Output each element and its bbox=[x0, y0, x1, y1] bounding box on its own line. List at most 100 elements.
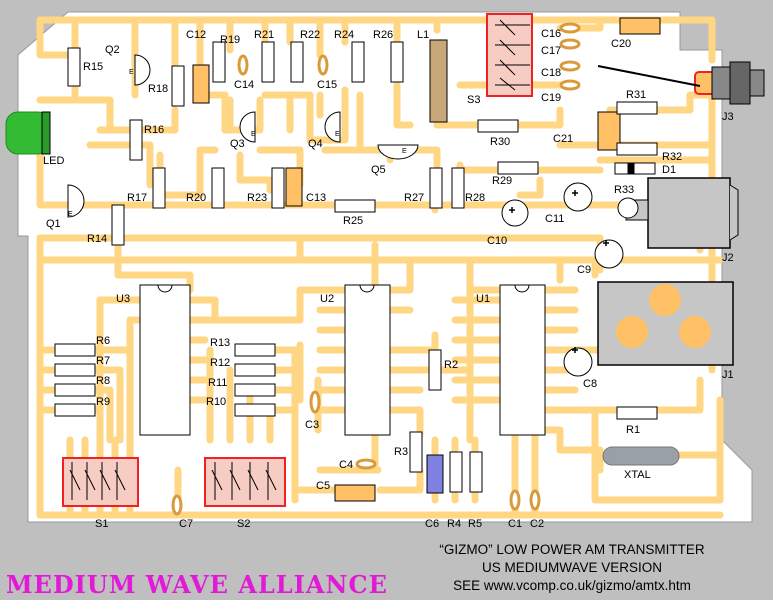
capacitor-c17 bbox=[559, 38, 581, 50]
resistor-r21 bbox=[261, 41, 275, 83]
capacitor-c14 bbox=[237, 54, 249, 76]
resistor-r10 bbox=[234, 403, 276, 417]
resistor-r1 bbox=[616, 406, 658, 420]
label-u1: U1 bbox=[476, 293, 490, 305]
label-led: LED bbox=[43, 155, 64, 167]
label-r29: R29 bbox=[492, 175, 512, 187]
resistor-r4 bbox=[449, 451, 463, 493]
brand-title: MEDIUM WAVE ALLIANCE bbox=[6, 570, 388, 599]
label-xtal: XTAL bbox=[624, 469, 651, 481]
label-r8: R8 bbox=[96, 375, 110, 387]
transistor-q4 bbox=[324, 111, 341, 143]
resistor-r26 bbox=[390, 41, 404, 83]
label-j3: J3 bbox=[722, 111, 734, 123]
label-r11: R11 bbox=[208, 377, 227, 389]
capacitor-c15 bbox=[317, 54, 329, 76]
label-c8: C8 bbox=[583, 378, 597, 390]
capacitor-c21 bbox=[597, 111, 621, 151]
resistor-r33-body bbox=[617, 197, 639, 219]
label-s2: S2 bbox=[237, 518, 250, 530]
label-r5: R5 bbox=[468, 518, 482, 530]
capacitor-c5 bbox=[334, 484, 376, 502]
label-r22: R22 bbox=[300, 29, 320, 41]
transistor-q5 bbox=[377, 144, 419, 160]
resistor-r17 bbox=[152, 167, 166, 209]
label-s1: S1 bbox=[95, 518, 108, 530]
jack-j2 bbox=[647, 177, 731, 249]
capacitor-c8 bbox=[563, 347, 593, 377]
capacitor-c2 bbox=[529, 489, 541, 511]
label-d1: D1 bbox=[662, 164, 676, 176]
resistor-r2 bbox=[428, 349, 442, 391]
label-u2: U2 bbox=[320, 293, 334, 305]
resistor-r25 bbox=[334, 199, 376, 213]
label-r17: R17 bbox=[127, 192, 147, 204]
label-s3: S3 bbox=[467, 94, 480, 106]
label-q3: Q3 bbox=[230, 138, 245, 150]
label-c1: C1 bbox=[508, 518, 522, 530]
capacitor-c3 bbox=[309, 390, 321, 414]
resistor-r31 bbox=[616, 101, 658, 115]
label-c20: C20 bbox=[611, 38, 631, 50]
label-r3: R3 bbox=[394, 446, 408, 458]
label-r2: R2 bbox=[444, 359, 458, 371]
label-c5: C5 bbox=[316, 480, 330, 492]
label-c21: C21 bbox=[553, 133, 573, 145]
resistor-r8 bbox=[54, 383, 96, 397]
resistor-r29 bbox=[497, 161, 539, 175]
label-c9: C9 bbox=[577, 264, 591, 276]
resistor-r24 bbox=[351, 41, 365, 83]
label-c18: C18 bbox=[541, 67, 561, 79]
resistor-r23 bbox=[271, 167, 285, 209]
label-r19: R19 bbox=[220, 34, 240, 46]
emitter-q5: E bbox=[402, 148, 407, 155]
label-c14: C14 bbox=[234, 79, 254, 91]
resistor-r28 bbox=[451, 167, 465, 209]
resistor-r12 bbox=[234, 363, 276, 377]
resistor-r20 bbox=[211, 167, 225, 209]
label-r23: R23 bbox=[247, 192, 267, 204]
resistor-r14 bbox=[111, 204, 125, 246]
capacitor-c10 bbox=[501, 199, 529, 227]
label-r18: R18 bbox=[148, 83, 168, 95]
label-r4: R4 bbox=[447, 518, 461, 530]
resistor-r5 bbox=[469, 451, 483, 493]
resistor-r7 bbox=[54, 363, 96, 377]
label-l1: L1 bbox=[417, 29, 429, 41]
capacitor-c7 bbox=[171, 494, 183, 516]
label-r16: R16 bbox=[144, 124, 164, 136]
label-r14: R14 bbox=[87, 233, 107, 245]
pcb-board bbox=[17, 11, 753, 523]
switch-s2 bbox=[204, 457, 286, 507]
resistor-r3 bbox=[409, 431, 423, 473]
label-r26: R26 bbox=[373, 29, 393, 41]
emitter-q1: E bbox=[68, 211, 73, 218]
capacitor-c18 bbox=[559, 60, 581, 72]
capacitor-c16 bbox=[559, 22, 581, 34]
label-c11: C11 bbox=[545, 213, 564, 225]
label-q1: Q1 bbox=[46, 218, 61, 230]
label-c10: C10 bbox=[487, 235, 507, 247]
resistor-r30 bbox=[477, 119, 519, 133]
switch-s3 bbox=[486, 13, 533, 97]
label-r21: R21 bbox=[254, 29, 274, 41]
capacitor-c11 bbox=[563, 182, 593, 212]
transistor-q2 bbox=[134, 54, 151, 86]
capacitor-c4 bbox=[355, 458, 377, 470]
resistor-r6 bbox=[54, 343, 96, 357]
label-r30: R30 bbox=[490, 136, 510, 148]
label-r13: R13 bbox=[210, 337, 230, 349]
label-r32: R32 bbox=[662, 151, 682, 163]
capacitor-c20 bbox=[619, 17, 661, 35]
resistor-r19 bbox=[212, 41, 226, 83]
caption-line-1: “GIZMO” LOW POWER AM TRANSMITTER bbox=[439, 542, 705, 557]
resistor-r9 bbox=[54, 403, 96, 417]
label-r24: R24 bbox=[334, 29, 354, 41]
capacitor-c6 bbox=[426, 454, 444, 494]
label-j1: J1 bbox=[722, 369, 734, 381]
label-c6: C6 bbox=[425, 518, 439, 530]
label-j2: J2 bbox=[722, 252, 734, 264]
resistor-r15 bbox=[67, 47, 81, 87]
ic-u3 bbox=[139, 284, 191, 436]
label-r25: R25 bbox=[343, 215, 363, 227]
